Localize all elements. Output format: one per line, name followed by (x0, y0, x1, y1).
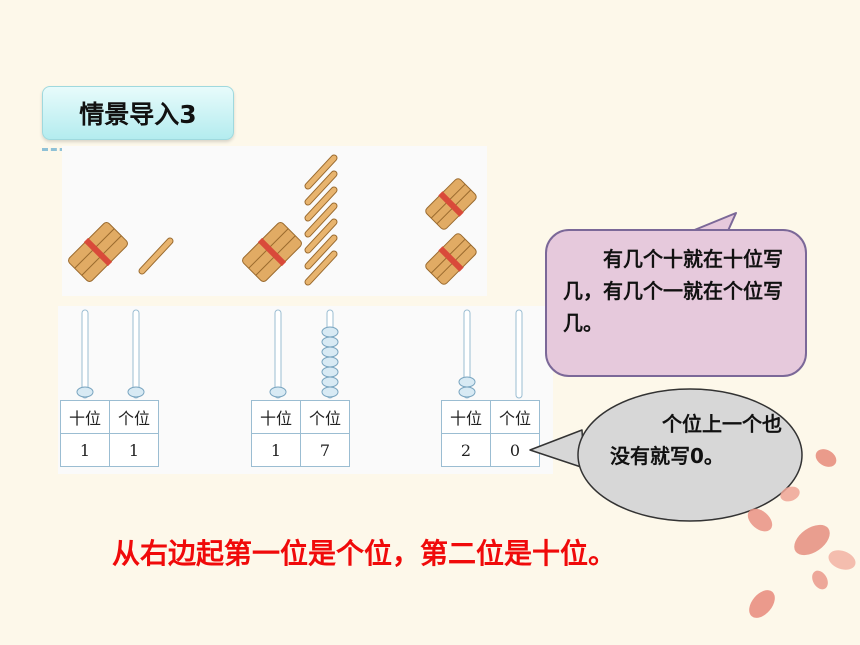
tens-rod-icon (269, 309, 287, 399)
tens-value: 1 (251, 433, 301, 467)
ones-rod-icon (515, 309, 523, 399)
ones-value: 0 (490, 433, 540, 467)
seven-sticks-icon (304, 154, 338, 286)
ones-header: 个位 (300, 400, 350, 434)
abacus-area: 十位 个位 1 1 十位 个位 1 7 十位 个位 2 0 (58, 306, 553, 474)
ones-header: 个位 (109, 400, 159, 434)
tens-header: 十位 (251, 400, 301, 434)
conclusion-text: 从右边起第一位是个位，第二位是十位。 (112, 537, 617, 570)
tens-value: 1 (60, 433, 110, 467)
tens-value: 2 (441, 433, 491, 467)
bubble-top-text: 有几个十就在十位写几，有几个一就在个位写几。 (563, 247, 783, 335)
ones-header: 个位 (490, 400, 540, 434)
tens-rod-icon (458, 309, 476, 399)
ones-rod-icon (127, 309, 145, 399)
stick-bundle-icon (242, 222, 302, 282)
title-tab: 情景导入3 (42, 86, 234, 140)
place-value-table: 十位 个位 1 7 (251, 400, 350, 467)
tens-header: 十位 (441, 400, 491, 434)
place-value-table: 十位 个位 2 0 (441, 400, 540, 467)
stick-bundle-icon (68, 222, 128, 282)
stick-bundle-icon (425, 178, 477, 230)
place-value-table: 十位 个位 1 1 (60, 400, 159, 467)
pink-speech-bubble: 有几个十就在十位写几，有几个一就在个位写几。 (545, 229, 807, 377)
ones-rod-icon (321, 309, 339, 399)
single-stick-icon (138, 237, 174, 275)
tens-rod-icon (76, 309, 94, 399)
tens-header: 十位 (60, 400, 110, 434)
ones-value: 1 (109, 433, 159, 467)
sticks-illustration (68, 154, 477, 286)
sticks-picture (62, 146, 487, 296)
stick-bundle-icon (425, 233, 477, 285)
ones-value: 7 (300, 433, 350, 467)
bubble-bottom-text: 个位上一个也没有就写0。 (610, 412, 782, 468)
counting-frame-illustration (76, 309, 523, 399)
page-title: 情景导入3 (79, 100, 197, 129)
